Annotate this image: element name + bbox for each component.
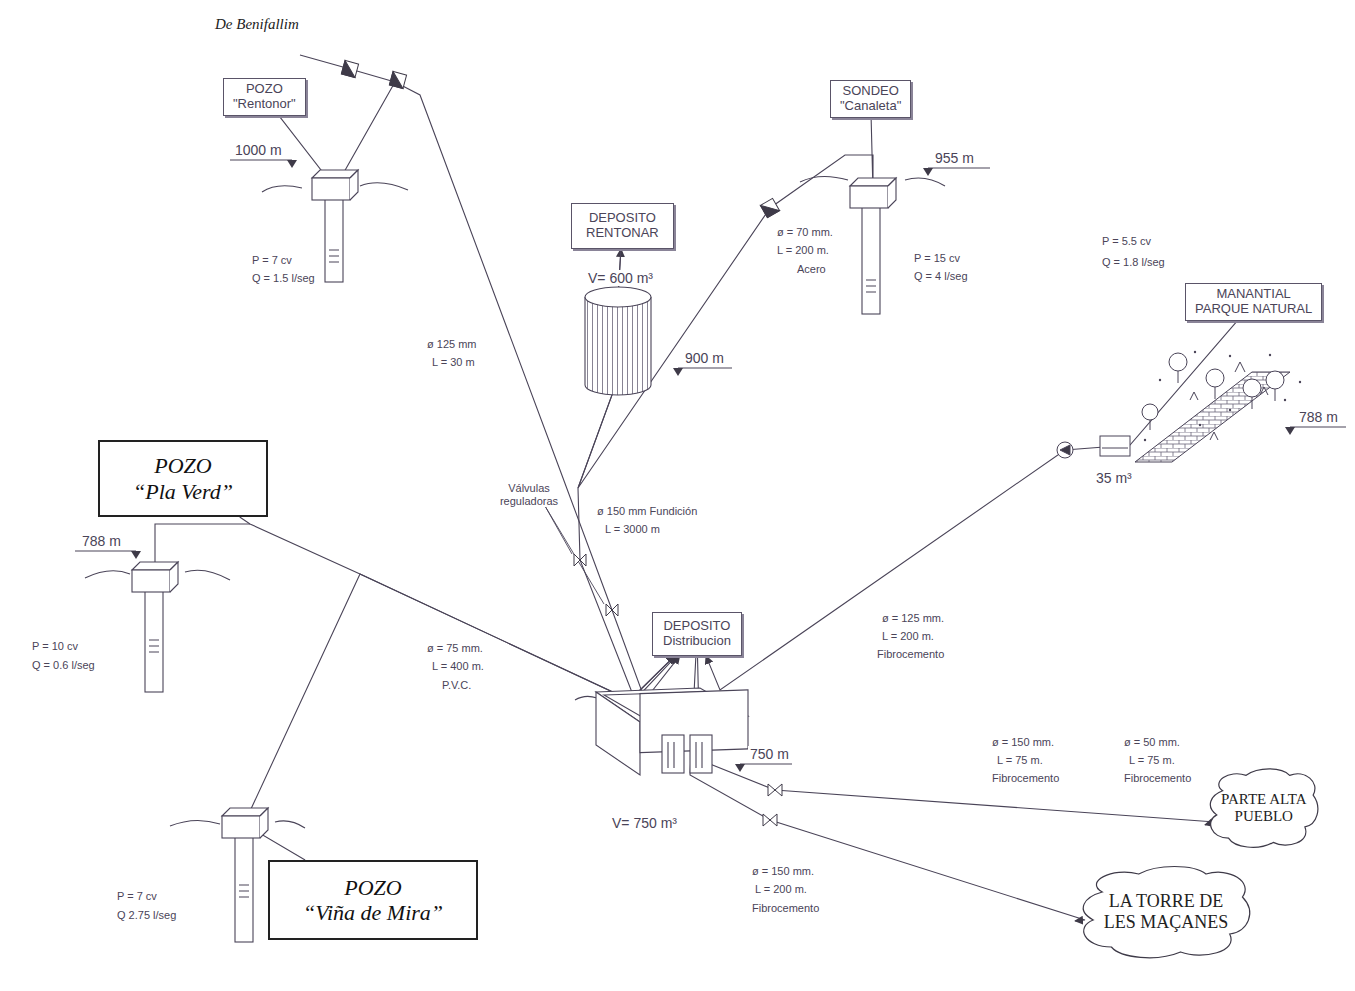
node-text: PARTE ALTA [1221, 791, 1307, 808]
pipe-note: V= 600 m³ [586, 270, 655, 286]
leader-line [545, 506, 604, 604]
node-text: "Rentonor" [233, 97, 296, 112]
origin-label: De Benifallim [213, 16, 301, 33]
well-title-box: POZO“Pla Verd” [98, 440, 268, 517]
pipe-note: ø = 150 mm. [750, 865, 816, 878]
node-text: DEPOSITO [589, 211, 656, 226]
elevation-label: 788 m [1297, 409, 1340, 425]
pipe-note: P = 10 cv [30, 640, 80, 653]
node-text: RENTONAR [586, 226, 659, 241]
pipe-note: Q = 0.6 l/seg [30, 659, 97, 672]
pipe-connector [697, 656, 1215, 825]
pipe-note: ø = 70 mm. [775, 226, 835, 239]
pipe-note: P = 7 cv [250, 254, 294, 267]
pipe-note: Fibrocemento [875, 648, 946, 661]
node-text: PUEBLO [1235, 808, 1293, 825]
elevation-label: 900 m [683, 350, 726, 366]
pipe-note: L = 200 m. [775, 244, 831, 257]
node-text: “Pla Verd” [133, 479, 233, 504]
pipe-note: ø 150 mm Fundición [595, 505, 699, 518]
pipe-connector [279, 82, 680, 700]
pipe-connector [706, 321, 1237, 690]
pipe-note: L = 3000 m [603, 523, 662, 536]
pipe-note: V= 750 m³ [610, 815, 679, 831]
pipe-connector [578, 249, 676, 700]
pipe-note: 35 m³ [1094, 470, 1134, 486]
borehole-label-box: SONDEO"Canaleta" [830, 80, 911, 118]
cloud-outline [1205, 765, 1323, 851]
pipe-note: P.V.C. [440, 679, 473, 692]
pipe-note: ø 125 mm [425, 338, 479, 351]
well-symbols [85, 170, 945, 942]
pipe-note: Q = 1.5 l/seg [250, 272, 317, 285]
pipe-note: ø = 125 mm. [880, 612, 946, 625]
pipe-connector [240, 517, 675, 700]
elevation-label: 788 m [80, 533, 123, 549]
node-text: “Viña de Mira” [303, 900, 443, 925]
node-text: Distribucion [663, 634, 731, 649]
spring-symbol [1057, 351, 1301, 462]
pipe-note: P = 15 cv [912, 252, 962, 265]
pipe-note: ø = 50 mm. [1122, 736, 1182, 749]
node-text: POZO [246, 82, 283, 97]
node-text: POZO [344, 875, 401, 900]
pipe-note: ø = 150 mm. [990, 736, 1056, 749]
cloud-outline [1075, 862, 1257, 962]
pipe-note: Q 2.75 l/seg [115, 909, 178, 922]
elevation-label: 1000 m [233, 142, 284, 158]
pipe-connector [690, 656, 1085, 921]
node-text: DEPOSITO [663, 619, 730, 634]
node-text: LA TORRE DE LES MAÇANES [1091, 891, 1241, 932]
node-text: PARQUE NATURAL [1195, 302, 1312, 317]
pipe-connector [578, 118, 873, 488]
node-text: "Canaleta" [840, 99, 901, 114]
node-text: SONDEO [842, 84, 898, 99]
tank-symbol [585, 287, 651, 395]
elevation-marks [75, 160, 1346, 772]
pipe-note: L = 400 m. [430, 660, 486, 673]
pipe-stub [155, 524, 250, 562]
tank-label-box: DEPOSITORENTONAR [571, 203, 674, 249]
area-cloud: LA TORRE DE LES MAÇANES [1075, 862, 1257, 962]
pipe-note: L = 200 m. [753, 883, 809, 896]
valve-symbols [341, 60, 782, 826]
pipe-note: ø = 75 mm. [425, 642, 485, 655]
pipe-connector [244, 574, 675, 860]
pipe-note: Válvulas reguladoras [496, 482, 562, 507]
elevation-label: 750 m [748, 746, 791, 762]
node-text: POZO [154, 453, 211, 478]
pipe-note: Fibrocemento [990, 772, 1061, 785]
pipe-note: L = 75 m. [995, 754, 1045, 767]
elevation-label: 955 m [933, 150, 976, 166]
building-symbol [575, 688, 748, 775]
pipe-note: L = 30 m [430, 356, 477, 369]
well-title-box: POZO“Viña de Mira” [268, 860, 478, 940]
pipe-note: L = 75 m. [1127, 754, 1177, 767]
pipe-note: Fibrocemento [1122, 772, 1193, 785]
area-cloud: PARTE ALTAPUEBLO [1205, 765, 1323, 851]
pipe-note: P = 7 cv [115, 890, 159, 903]
node-text: MANANTIAL [1216, 287, 1290, 302]
pipe-note: P = 5.5 cv [1100, 235, 1153, 248]
pipe-note: Fibrocemento [750, 902, 821, 915]
pipe-note: Q = 1.8 l/seg [1100, 256, 1167, 269]
supply-pipe [300, 55, 395, 82]
pipe-note: L = 200 m. [880, 630, 936, 643]
pipe-note: Q = 4 l/seg [912, 270, 970, 283]
spring-label-box: MANANTIALPARQUE NATURAL [1185, 283, 1322, 321]
well-label-box: POZO"Rentonor" [223, 78, 306, 116]
tank-label-box: DEPOSITODistribucion [652, 612, 742, 656]
pipe-note: Acero [795, 263, 828, 276]
